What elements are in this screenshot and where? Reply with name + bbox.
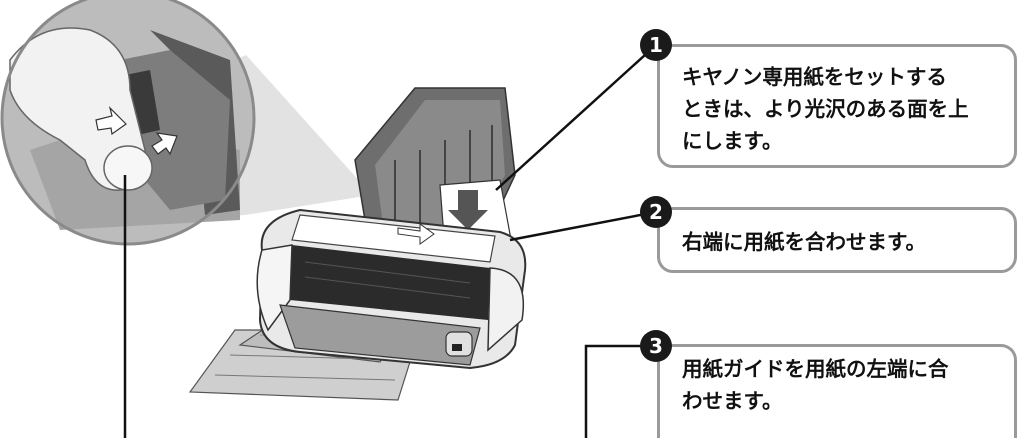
callout-line: 用紙ガイドを用紙の左端に合 <box>682 357 949 381</box>
right-arrow-icon <box>397 223 435 245</box>
leader-line-2 <box>509 210 657 242</box>
callout-line: 右端に用紙を合わせます。 <box>682 230 926 254</box>
callout-line: キヤノン専用紙をセットする <box>682 65 947 89</box>
callout-align-right-edge: 右端に用紙を合わせます。 <box>657 207 1017 273</box>
callout-line: にします。 <box>682 129 783 153</box>
push-arrow-icon <box>151 132 178 156</box>
down-arrow-icon <box>448 190 488 230</box>
step-number-badge: 3 <box>640 330 672 362</box>
callout-line: ときは、より光沢のある面を上 <box>682 97 969 121</box>
callout-line: わせます。 <box>682 389 783 413</box>
leader-line-3 <box>584 344 656 438</box>
zoom-lens-icon <box>0 0 256 246</box>
printer-body <box>256 208 527 370</box>
step-number-badge: 2 <box>640 196 672 228</box>
step-number-badge: 1 <box>640 29 672 61</box>
leader-line-1 <box>495 44 657 191</box>
push-arrow-icon <box>95 106 127 136</box>
callout-glossy-side: キヤノン専用紙をセットする ときは、より光沢のある面を上 にします。 <box>657 44 1017 168</box>
callout-paper-guide: 用紙ガイドを用紙の左端に合 わせます。 <box>657 344 1017 438</box>
